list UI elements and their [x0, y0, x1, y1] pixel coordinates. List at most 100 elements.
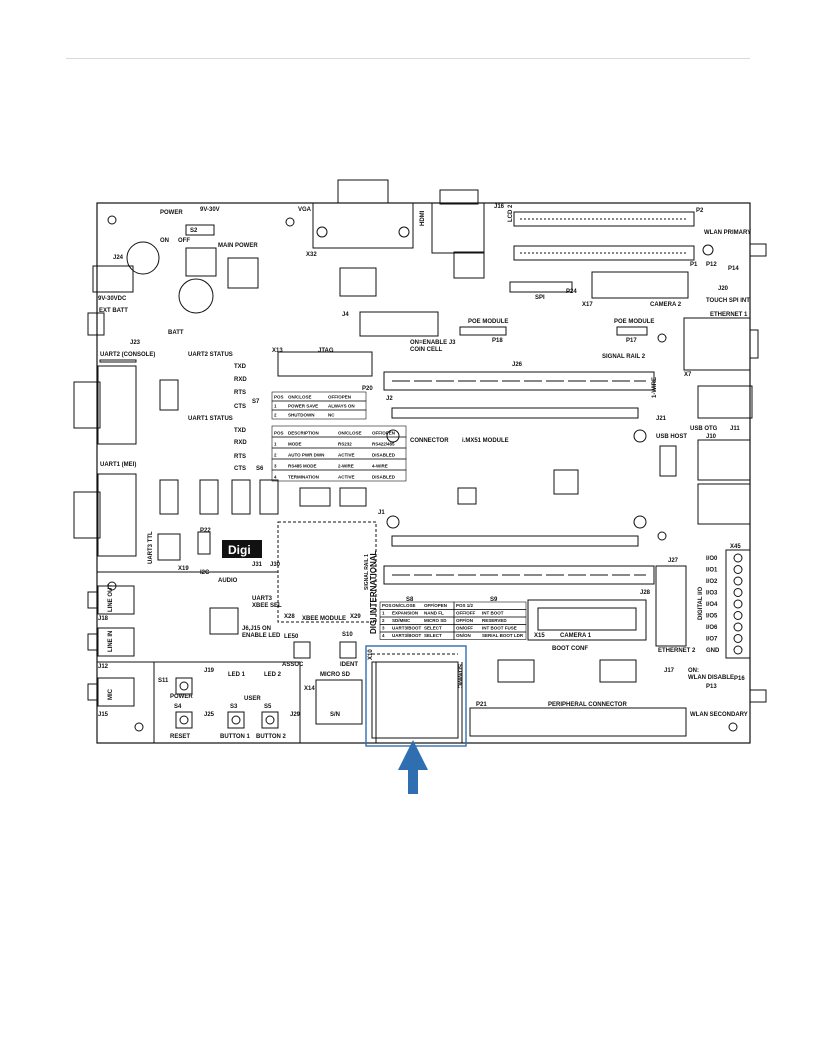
table-s6-cell: DISABLED: [372, 453, 396, 458]
label-batt: BATT: [168, 330, 184, 336]
table-s7-cell: 1: [274, 404, 277, 409]
lcd2-connector: [513, 211, 695, 227]
table-s7-row: [271, 409, 367, 420]
table-s9-cell: POS 1/2: [456, 603, 474, 608]
table-s7-cell: ON/CLOSE: [288, 395, 312, 400]
mount-hole: [657, 333, 667, 343]
header-rule: [66, 58, 750, 59]
table-s8-cell: 3: [382, 626, 385, 631]
table-s6-cell: POS: [274, 431, 284, 436]
table-s6-cell: MODE: [288, 442, 302, 447]
table-s6-cell: 2-WIRE: [338, 464, 354, 469]
table-s6-cell: DISABLED: [372, 475, 396, 480]
digi-logo: Digi: [222, 540, 262, 558]
arrow-up-icon: [398, 740, 428, 794]
label-x13: X13: [272, 348, 283, 354]
label-hdmi: HDMI: [420, 210, 426, 226]
label-line-in: LINE IN: [108, 631, 114, 652]
label-ethernet2: ETHERNET 2: [658, 648, 696, 654]
label-j21: J21: [656, 416, 667, 422]
label-j23: J23: [130, 340, 141, 346]
label-s3: S3: [230, 704, 238, 710]
label-audio: AUDIO: [218, 578, 238, 584]
sdmmc-highlight: [365, 645, 467, 747]
table-s6-cell: AUTO PWR DWN: [288, 453, 324, 458]
label-j28: J28: [640, 590, 651, 596]
io-terminal-screw: [733, 576, 743, 586]
label-s11: S11: [158, 678, 169, 684]
table-s8-cell: MICRO SD: [424, 618, 447, 623]
label-user: USER: [244, 696, 261, 702]
table-s6-row: [271, 469, 407, 482]
io-label: I/O0: [706, 556, 718, 562]
label-reset: RESET: [170, 734, 190, 740]
label-cts-1: CTS: [234, 466, 246, 472]
table-s8-cell: ON/CLOSE: [392, 603, 416, 608]
io-terminal-screw: [733, 622, 743, 632]
hdmi-connector: [431, 202, 485, 254]
io-terminal-screw: [733, 553, 743, 563]
label-ethernet1: ETHERNET 1: [710, 312, 748, 318]
uart1-connector: [97, 473, 137, 557]
table-s7-cell: SHUTDOWN: [288, 413, 315, 418]
table-s9-cell: RESERVED: [482, 618, 507, 623]
label-s7: S7: [252, 399, 260, 405]
usb-host-jack: [697, 439, 751, 481]
label-ext-batt: EXT BATT: [99, 308, 128, 314]
mount-hole: [657, 531, 667, 541]
label-digi: Digi: [228, 543, 251, 557]
label-boot-conf: BOOT CONF: [552, 646, 588, 652]
label-digital-io: DIGITAL I/O: [698, 587, 704, 620]
label-j31: J31: [252, 562, 263, 568]
table-s9-cell: ON/ON: [456, 633, 471, 638]
table-s8-cell: UART3/BOOT: [392, 626, 422, 631]
label-p17: P17: [626, 338, 637, 344]
ethernet1-jack: [683, 317, 751, 371]
label-p14: P14: [728, 266, 739, 272]
label-j20: J20: [718, 286, 729, 292]
usb-otg-jack: [697, 385, 753, 419]
label-button2: BUTTON 2: [256, 734, 287, 740]
label-x14: X14: [304, 686, 315, 692]
io-label: I/O4: [706, 602, 718, 608]
io-terminal-screw: [733, 599, 743, 609]
reset-button: [175, 711, 193, 729]
label-j25: J25: [204, 712, 215, 718]
label-touch-spi-int: TOUCH SPI INT: [706, 298, 750, 304]
io-terminal-screw: [733, 588, 743, 597]
label-x7: X7: [684, 372, 692, 378]
label-p16: P16: [734, 676, 745, 682]
label-j10: J10: [706, 434, 717, 440]
label-spi: SPI: [535, 295, 545, 301]
label-j27: J27: [668, 558, 679, 564]
label-j12: J12: [98, 664, 109, 670]
label-wlan-primary: WLAN PRIMARY: [704, 230, 751, 236]
io-label: GND: [706, 648, 720, 654]
button1: [227, 711, 245, 729]
module-connector-bottom: [391, 535, 639, 547]
label-signal-rail2: SIGNAL RAIL 2: [602, 354, 646, 360]
label-s9: S9: [490, 597, 498, 603]
label-line-out: LINE OUT: [108, 584, 114, 612]
label-x15: X15: [534, 633, 545, 639]
poe-module-left: [459, 326, 507, 336]
table-s6-cell: OFF/OPEN: [372, 431, 395, 436]
label-s6: S6: [256, 466, 264, 472]
power-button: [175, 677, 193, 695]
table-s6-cell: DESCRIPTION: [288, 431, 319, 436]
micro-sd-slot: [315, 679, 363, 725]
camera1-connector: [527, 599, 647, 641]
io-label: I/O3: [706, 591, 718, 597]
label-uart1-status: UART1 STATUS: [188, 416, 233, 422]
line-in-jack: [97, 627, 135, 657]
label-assoc: ASSOC: [282, 662, 304, 668]
label-j30: J30: [270, 562, 281, 568]
label-i2c: I2C: [200, 570, 210, 576]
label-usb-host: USB HOST: [656, 434, 687, 440]
io-label: I/O1: [706, 568, 718, 574]
label-j2: J2: [386, 396, 393, 402]
label-j1: J1: [378, 510, 385, 516]
mic-jack: [97, 677, 135, 707]
label-dc-in: 9V-30VDC: [98, 296, 127, 302]
